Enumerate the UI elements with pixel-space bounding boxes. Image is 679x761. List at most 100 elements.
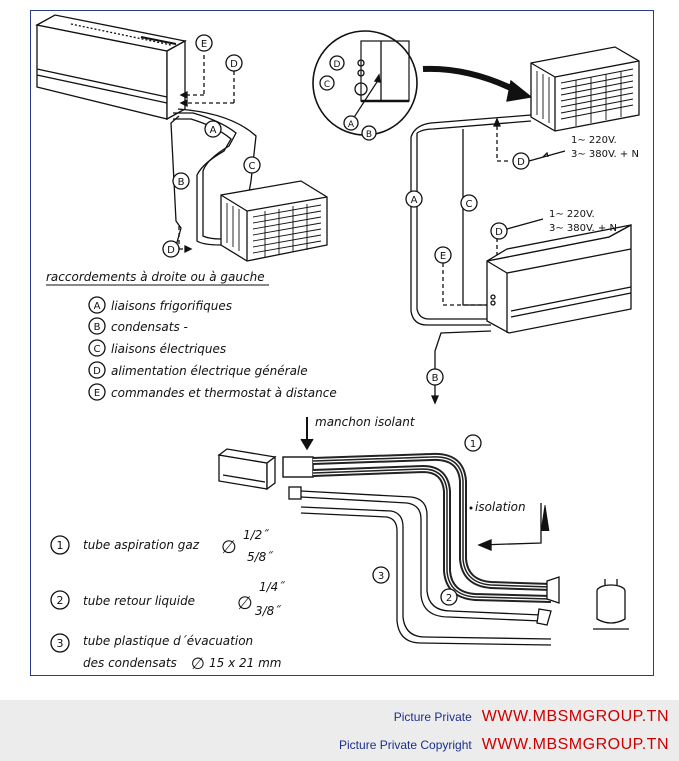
svg-text:A: A	[210, 125, 217, 136]
credit-site-link[interactable]: WWW.MBSMGROUP.TN	[481, 736, 669, 753]
credit-row-1: Picture Private WWW.MBSMGROUP.TN	[394, 708, 669, 726]
svg-text:alimentation électrique généra: alimentation électrique générale	[111, 364, 308, 378]
svg-text:1: 1	[57, 539, 64, 552]
power-line-top	[528, 150, 566, 162]
svg-text:D: D	[230, 59, 238, 70]
legend-item-B: B condensats -	[88, 317, 188, 335]
installation-diagram: E D A C B D raccordements à droite ou à …	[35, 14, 640, 673]
svg-text:D: D	[167, 245, 175, 256]
arrow-head	[179, 98, 188, 108]
legend-item-D: D alimentation électrique générale	[88, 361, 308, 379]
svg-text:E: E	[440, 251, 446, 262]
svg-text:∅: ∅	[237, 593, 253, 614]
svg-text:B: B	[178, 177, 185, 188]
svg-text:1/4˝: 1/4˝	[259, 580, 285, 594]
power-label-top-2: 3∼ 380V. + N	[571, 149, 639, 160]
condensate-tube	[300, 506, 552, 646]
label-A-detail: A	[343, 115, 359, 131]
svg-text:C: C	[466, 199, 473, 210]
svg-text:A: A	[94, 301, 101, 312]
svg-text:∅: ∅	[221, 537, 237, 558]
legend-item-C: C liaisons électriques	[88, 339, 226, 357]
insulated-pipe	[282, 452, 560, 604]
svg-text:2: 2	[57, 594, 64, 607]
credit-label: Picture Private	[393, 710, 472, 724]
tube-spec-3: 3 tube plastique d´évacuation des conden…	[50, 633, 281, 673]
svg-text:A: A	[411, 195, 418, 206]
svg-text:∅: ∅	[191, 654, 205, 673]
svg-text:A: A	[348, 120, 355, 130]
indoor-unit-right	[486, 223, 632, 334]
arrow-head	[431, 395, 439, 405]
legend-item-A: A liaisons frigorifiques	[88, 296, 232, 314]
svg-text:manchon isolant: manchon isolant	[315, 415, 416, 429]
label-D-detail: D	[329, 55, 345, 71]
label-A-right: A	[405, 190, 423, 208]
svg-text:D: D	[495, 227, 503, 238]
label-C-top-left: C	[243, 156, 261, 174]
label-A-top-left: A	[204, 120, 222, 138]
power-label-bottom-1: 1∼ 220V.	[549, 209, 595, 220]
label-D-power-bottom: D	[490, 222, 508, 240]
svg-text:1: 1	[470, 439, 476, 450]
svg-text:B: B	[432, 373, 439, 384]
power-line-bottom	[506, 218, 544, 230]
svg-text:1/2˝: 1/2˝	[243, 528, 269, 542]
mini-indoor-unit	[217, 448, 277, 491]
label-B-detail: B	[361, 125, 377, 141]
power-label-bottom-2: 3∼ 380V. + N	[549, 223, 617, 234]
tube-marker-2: 2	[440, 588, 458, 606]
manchon-isolant-callout: manchon isolant	[300, 415, 416, 451]
svg-text:2: 2	[446, 593, 452, 604]
svg-text:commandes et thermostat à dist: commandes et thermostat à distance	[111, 386, 337, 400]
svg-text:C: C	[324, 80, 330, 90]
tube-spec-2: 2 tube retour liquide ∅ 1/4˝ 3/8˝	[50, 580, 285, 618]
label-D-top-left: D	[225, 54, 243, 72]
diagram-frame: E D A C B D raccordements à droite ou à …	[30, 10, 654, 676]
svg-text:3: 3	[378, 571, 384, 582]
tube-marker-3: 3	[372, 566, 390, 584]
label-C-detail: C	[319, 75, 335, 91]
compressor	[593, 579, 629, 630]
arrow-head	[179, 90, 188, 100]
label-D-power-top: D	[512, 152, 530, 170]
credit-label-copyright: Picture Private Copyright	[339, 738, 472, 752]
svg-text:tube retour liquide: tube retour liquide	[83, 594, 195, 608]
svg-text:C: C	[94, 344, 101, 355]
legend-item-E: E commandes et thermostat à distance	[88, 383, 337, 401]
svg-text:condensats -: condensats -	[111, 320, 188, 334]
label-E-right: E	[434, 246, 452, 264]
label-B-top-left: B	[172, 172, 190, 190]
liquid-tube	[288, 486, 552, 626]
legend-title: raccordements à droite ou à gauche	[46, 270, 265, 284]
outdoor-unit-top-left	[220, 180, 328, 262]
svg-text:isolation: isolation	[475, 500, 526, 514]
arrow-head	[184, 244, 193, 254]
svg-text:liaisons frigorifiques: liaisons frigorifiques	[111, 299, 232, 313]
svg-text:B: B	[366, 130, 372, 140]
label-C-right: C	[460, 194, 478, 212]
power-label-top-1: 1∼ 220V.	[571, 135, 617, 146]
svg-text:5/8˝: 5/8˝	[247, 550, 273, 564]
svg-text:D: D	[517, 157, 525, 168]
svg-text:3: 3	[57, 637, 64, 650]
indoor-unit-top-left	[35, 14, 187, 121]
curved-arrow-head	[506, 79, 533, 102]
svg-text:B: B	[94, 322, 101, 333]
svg-text:des condensats: des condensats	[83, 656, 177, 670]
svg-text:D: D	[93, 366, 101, 377]
label-E-top-left: E	[195, 34, 213, 52]
svg-text:15 x 21 mm: 15 x 21 mm	[209, 656, 281, 670]
tube-marker-1: 1	[464, 434, 482, 452]
outdoor-unit-top-right	[530, 46, 640, 132]
svg-text:liaisons électriques: liaisons électriques	[111, 342, 226, 356]
svg-text:3/8˝: 3/8˝	[255, 604, 281, 618]
arrow-head	[493, 117, 501, 127]
footer-credits: Picture Private WWW.MBSMGROUP.TN Picture…	[0, 700, 679, 761]
svg-text:tube aspiration gaz: tube aspiration gaz	[83, 538, 200, 552]
svg-text:C: C	[249, 161, 256, 172]
credit-row-2: Picture Private Copyright WWW.MBSMGROUP.…	[339, 736, 669, 754]
curved-arrow	[422, 65, 523, 96]
isolation-callout: isolation	[469, 500, 550, 551]
credit-site-link[interactable]: WWW.MBSMGROUP.TN	[481, 708, 669, 725]
